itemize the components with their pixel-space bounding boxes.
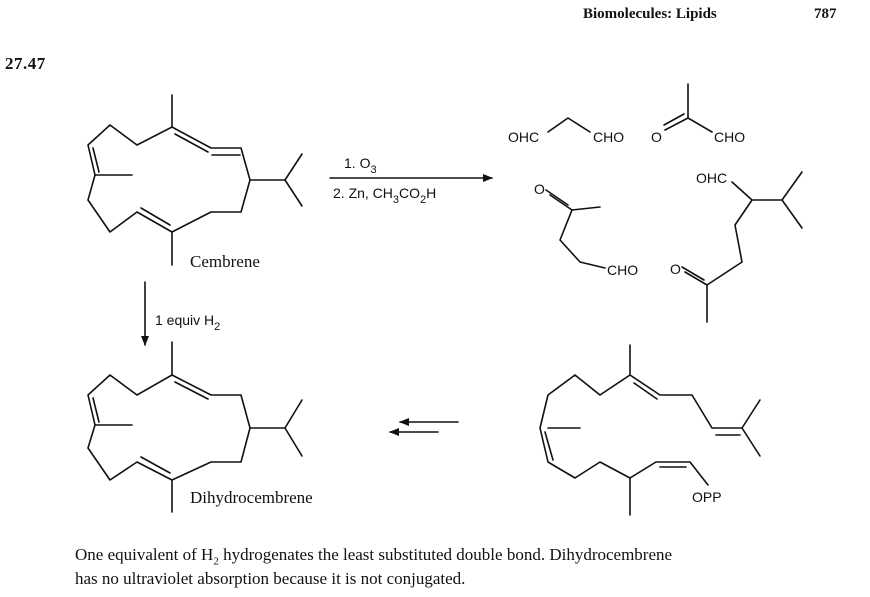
double-bond bbox=[174, 381, 209, 400]
isopropyl bbox=[284, 153, 303, 181]
answer-text: One equivalent of H2 hydrogenates the le… bbox=[75, 546, 865, 588]
product-ketoaldehyde bbox=[706, 181, 753, 323]
double-bond bbox=[174, 133, 209, 153]
reagent-hydrogenation: 1 equiv H2 bbox=[155, 312, 220, 333]
reagent-step2: 2. Zn, CH3CO2H bbox=[333, 185, 436, 206]
isopropyl bbox=[284, 179, 303, 207]
page-number: 787 bbox=[814, 6, 837, 22]
double-bond bbox=[633, 382, 658, 400]
reagent-step1: 1. O3 bbox=[344, 155, 377, 176]
double-bond bbox=[544, 431, 554, 461]
cho-label-1: CHO bbox=[593, 129, 624, 145]
problem-number: 27.47 bbox=[5, 54, 46, 73]
double-bond bbox=[140, 456, 171, 474]
running-title: Biomolecules: Lipids bbox=[583, 6, 717, 22]
product-methylglyoxal bbox=[687, 83, 713, 133]
cho-label-3: CHO bbox=[607, 262, 638, 278]
ohc-label-2: OHC bbox=[696, 170, 727, 186]
double-bond bbox=[92, 147, 100, 173]
double-bond bbox=[140, 207, 171, 226]
isopropyl bbox=[284, 399, 303, 429]
methyl bbox=[741, 427, 761, 457]
dihydrocembrene-label: Dihydrocembrene bbox=[190, 488, 313, 507]
product-malondialdehyde bbox=[547, 117, 591, 133]
oxygen-label-1: O bbox=[651, 129, 662, 145]
methyl bbox=[741, 399, 761, 429]
oxygen-label-3: O bbox=[670, 261, 681, 277]
oxygen-label-2: O bbox=[534, 181, 545, 197]
opp-label: OPP bbox=[692, 489, 722, 505]
precursor-structure bbox=[539, 344, 761, 516]
isopropyl bbox=[284, 427, 303, 457]
precursor-chain bbox=[539, 374, 743, 486]
ohc-label-1: OHC bbox=[508, 129, 539, 145]
answer-line-2: has no ultraviolet absorption because it… bbox=[75, 569, 466, 589]
dihydrocembrene-ring bbox=[87, 374, 251, 481]
cho-label-2: CHO bbox=[714, 129, 745, 145]
answer-line-1: One equivalent of H2 hydrogenates the le… bbox=[75, 545, 673, 568]
product-levulinaldehyde bbox=[559, 206, 606, 269]
dihydrocembrene-structure bbox=[87, 341, 303, 513]
double-bond bbox=[92, 397, 100, 423]
cembrene-ring bbox=[87, 124, 251, 233]
cembrene-label: Cembrene bbox=[190, 252, 260, 271]
cembrene-structure bbox=[87, 94, 303, 266]
